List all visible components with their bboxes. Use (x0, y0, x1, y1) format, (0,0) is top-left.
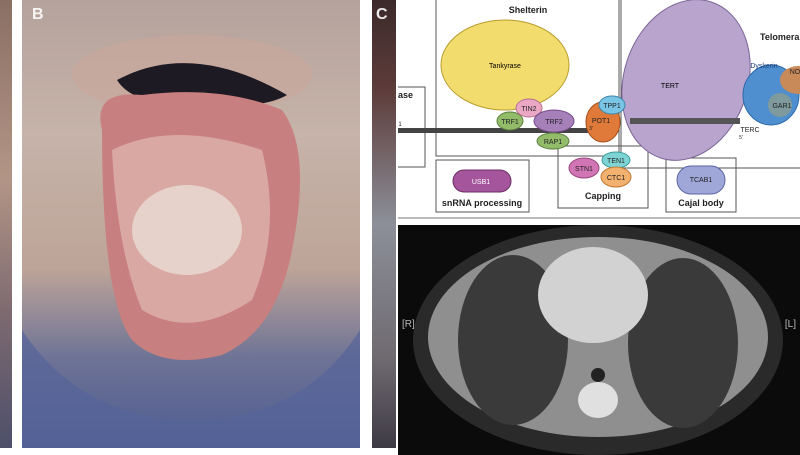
photo-panel-b-tongue: B (22, 0, 360, 448)
label-snrna-processing: snRNA processing (442, 198, 522, 208)
nop-shape (780, 66, 800, 94)
label-ten1: TEN1 (607, 158, 625, 165)
gar1-shape (768, 93, 792, 117)
label-rap1: RAP1 (544, 139, 562, 146)
ct-image (413, 225, 783, 455)
label-terc: TERC (740, 127, 759, 134)
label-ctc1: CTC1 (607, 175, 625, 182)
chest-ct-scan: [R] [L] (398, 225, 800, 455)
cajal-box (665, 157, 737, 213)
capping-box (557, 145, 649, 209)
photo-panel-c: C (372, 0, 396, 448)
panel-label-b: B (32, 6, 44, 23)
tongue-illustration (22, 35, 360, 448)
label-trf2: TRF2 (545, 119, 563, 126)
label-1: 1 (398, 122, 402, 128)
label-nop: NO (790, 69, 800, 76)
label-dyskerin: Dyskerin (750, 63, 777, 70)
label-trf1: TRF1 (501, 119, 519, 126)
label-cajal-body: Cajal body (678, 198, 724, 208)
left-box (398, 86, 426, 168)
label-tcab1: TCAB1 (690, 177, 713, 184)
ct-left-marker: [L] (784, 319, 796, 330)
label-tin2: TIN2 (521, 106, 536, 113)
label-tankyrase: Tankyrase (489, 63, 521, 70)
shelterin-box (435, 0, 620, 157)
label-left-box: ase (398, 90, 413, 100)
label-tert: TERT (661, 83, 680, 90)
ct-right-marker: [R] (402, 319, 415, 330)
telomere-diagram: Tankyrase TERT TRF1 TIN2 TRF2 RAP1 POT1 … (398, 0, 800, 220)
label-5prime: 5' (739, 135, 743, 141)
title-shelterin: Shelterin (509, 5, 548, 15)
telomere-dna (398, 128, 588, 133)
label-stn1: STN1 (575, 166, 593, 173)
label-tpp1: TPP1 (603, 103, 621, 110)
tankyrase-shape (440, 19, 570, 111)
snrna-box (435, 159, 530, 213)
photo-panel-a (0, 0, 12, 448)
panel-label-c: C (376, 6, 388, 23)
label-usb1: USB1 (472, 179, 490, 186)
label-capping: Capping (585, 191, 621, 201)
label-gar1: GAR1 (772, 103, 791, 110)
title-telomerase: Telomera (760, 32, 800, 42)
label-pot1: POT1 (592, 118, 610, 125)
label-3prime: 3' (589, 126, 593, 132)
